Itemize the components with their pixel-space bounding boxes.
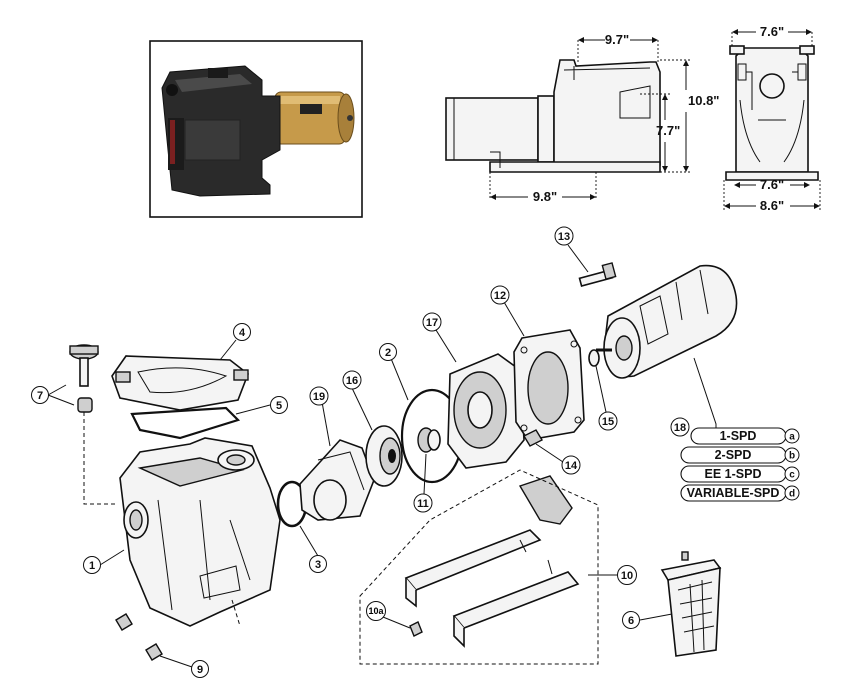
part-housing-bolt — [523, 429, 543, 447]
callout-12: 12 — [490, 285, 510, 305]
part-cover-gasket — [130, 406, 241, 440]
part-shaft-seal — [417, 427, 441, 453]
base-group-outline — [359, 469, 599, 665]
part-strainer-cover — [111, 355, 249, 411]
callout-17: 17 — [422, 312, 442, 332]
svg-text:1: 1 — [89, 560, 95, 572]
svg-text:EE 1-SPD: EE 1-SPD — [705, 467, 762, 481]
dim-front-top-width: 7.6" — [760, 24, 784, 39]
svg-text:5: 5 — [276, 400, 282, 412]
front-view-drawing: 7.6" 7.6" 8.6" — [723, 24, 821, 213]
svg-text:1-SPD: 1-SPD — [720, 429, 757, 443]
callout-5: 5 — [270, 396, 288, 414]
part-impeller — [365, 425, 403, 487]
callout-10: 10 — [617, 565, 637, 585]
callout-11: 11 — [413, 493, 433, 513]
motor-option-2-spd: 2-SPD b — [680, 446, 800, 464]
svg-text:b: b — [789, 451, 795, 462]
motor-options-legend: 18 1-SPD a 2-SPD b EE 1-SPD c VARIABLE-S… — [670, 417, 800, 502]
svg-text:18: 18 — [674, 422, 686, 434]
dim-side-base-length: 9.8" — [533, 189, 557, 204]
part-diffuser — [299, 439, 375, 521]
svg-text:15: 15 — [602, 416, 614, 428]
callout-3: 3 — [309, 555, 327, 573]
dim-side-top-width: 9.7" — [605, 32, 629, 47]
svg-text:a: a — [789, 432, 795, 443]
callout-19: 19 — [309, 386, 329, 406]
svg-text:11: 11 — [417, 498, 429, 510]
callout-16: 16 — [342, 370, 362, 390]
svg-text:c: c — [789, 470, 795, 481]
part-mounting-bolt — [578, 262, 617, 287]
svg-text:VARIABLE-SPD: VARIABLE-SPD — [687, 486, 780, 500]
callout-1: 1 — [83, 556, 101, 574]
part-pump-housing — [119, 437, 281, 627]
callout-10a: 10a — [366, 601, 386, 621]
callout-18: 18 — [670, 417, 690, 437]
svg-text:4: 4 — [239, 327, 246, 339]
motor-option-ee-1-spd: EE 1-SPD c — [680, 465, 800, 483]
svg-text:12: 12 — [494, 290, 506, 302]
side-view-drawing: 9.7" 10.8" 7.7" 9.8" — [445, 32, 719, 204]
part-motor — [596, 264, 738, 379]
callout-13: 13 — [554, 226, 574, 246]
part-strainer-basket — [660, 551, 722, 657]
svg-text:10a: 10a — [368, 606, 384, 616]
callout-4: 4 — [233, 323, 251, 341]
part-motor-support-base — [404, 475, 580, 648]
svg-text:17: 17 — [426, 317, 438, 329]
svg-text:13: 13 — [558, 231, 570, 243]
svg-text:16: 16 — [346, 375, 358, 387]
motor-option-variable-spd: VARIABLE-SPD d — [680, 484, 800, 502]
product-photo — [149, 40, 363, 218]
svg-text:7: 7 — [37, 390, 43, 402]
svg-text:2: 2 — [385, 347, 391, 359]
part-seal-plate — [447, 353, 525, 469]
svg-text:6: 6 — [628, 615, 634, 627]
part-washer — [588, 349, 600, 367]
dim-side-height: 10.8" — [688, 93, 719, 108]
callout-leaders — [47, 244, 717, 668]
svg-text:d: d — [789, 489, 795, 500]
dim-front-overall-width: 8.6" — [760, 198, 784, 213]
dim-side-inlet-height: 7.7" — [656, 123, 680, 138]
callout-15: 15 — [598, 411, 618, 431]
svg-text:3: 3 — [315, 559, 321, 571]
part-drain-plug-knob — [69, 344, 99, 413]
svg-text:10: 10 — [621, 570, 633, 582]
svg-text:19: 19 — [313, 391, 325, 403]
callout-14: 14 — [561, 455, 581, 475]
dim-front-base-width: 7.6" — [760, 177, 784, 192]
svg-text:14: 14 — [565, 460, 578, 472]
svg-text:2-SPD: 2-SPD — [715, 448, 752, 462]
callout-9: 9 — [191, 660, 209, 678]
motor-option-1-spd: 1-SPD a — [690, 427, 800, 445]
part-drain-screws — [115, 613, 163, 661]
callout-6: 6 — [622, 611, 640, 629]
callout-7: 7 — [31, 386, 49, 404]
part-motor-mounting-plate — [513, 329, 585, 441]
callout-2: 2 — [379, 343, 397, 361]
svg-text:9: 9 — [197, 664, 203, 676]
